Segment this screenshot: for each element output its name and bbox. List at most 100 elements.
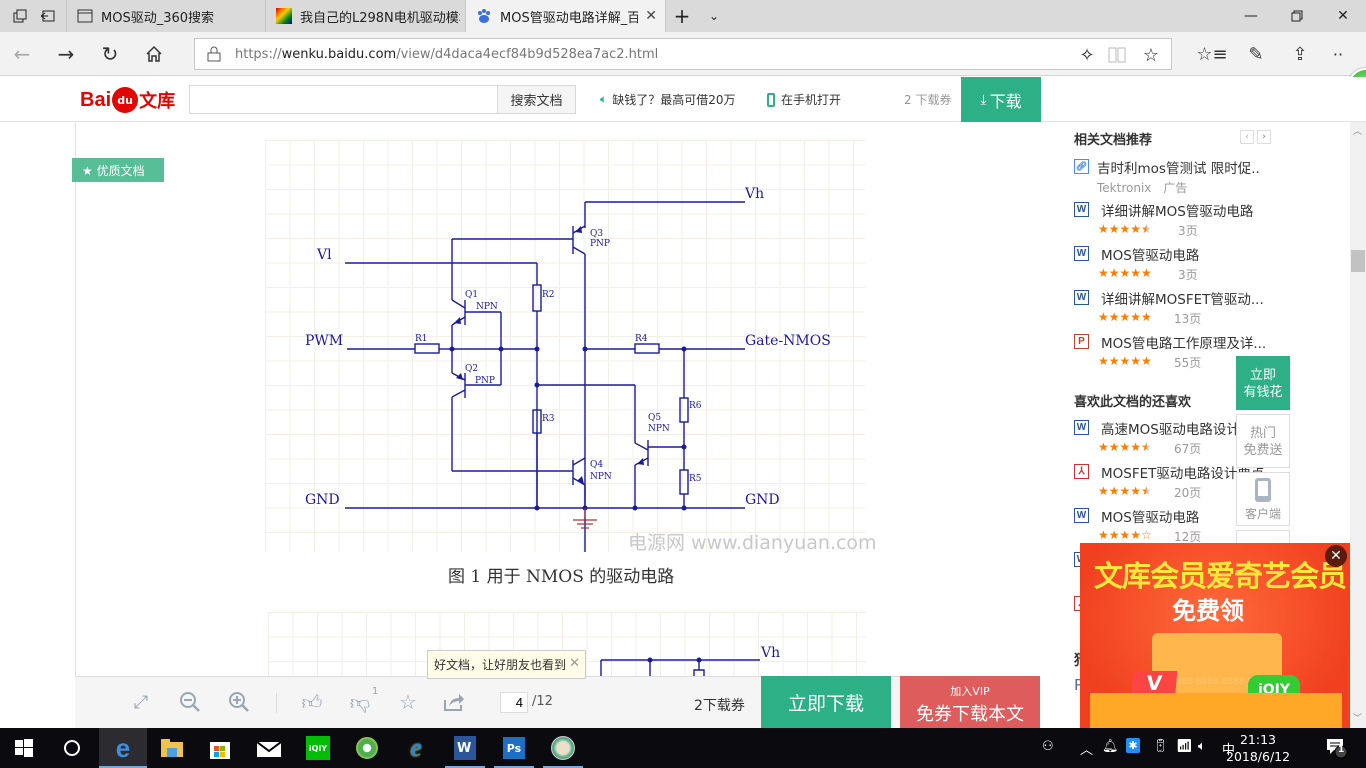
iqiyi-app-icon[interactable]: iQIY — [294, 728, 342, 768]
also-like-item[interactable]: ⅄ MOSFET驱动电路设计要点 ★★★★★ 20页 — [1074, 462, 1274, 502]
system-clock[interactable]: 21:13 2018/6/12 — [1226, 731, 1290, 765]
logo-paw-icon: du — [112, 87, 139, 113]
edge-browser-icon[interactable]: e — [99, 728, 147, 768]
back-arrow-icon[interactable]: ← — [13, 42, 31, 66]
notification-bell-icon[interactable]: 🔔︎ — [1102, 739, 1119, 754]
scroll-down-icon[interactable]: ﹀ — [1353, 714, 1363, 724]
related-item-ad[interactable]: 🔗︎ 吉时利mos管测试 限时促.. Tektronix 广告 — [1074, 157, 1274, 197]
360-browser-icon[interactable] — [343, 728, 391, 768]
show-hidden-icons-chevron-icon[interactable]: ︿ — [1080, 743, 1094, 758]
vip-promo-ad[interactable]: 文库会员爱奇艺会员 免费领 8888 8888 8888 8888 V iQIY — [1080, 543, 1350, 728]
label-q2-type: PNP — [475, 376, 495, 386]
refresh-icon[interactable]: ↻ — [101, 42, 119, 66]
minimize-icon[interactable]: — — [1244, 8, 1258, 24]
scrollbar-thumb[interactable] — [1351, 250, 1365, 272]
float-button-partial[interactable] — [1236, 530, 1290, 544]
rating-stars: ★★★★★ — [1098, 484, 1152, 498]
internet-explorer-icon[interactable]: e — [410, 733, 422, 762]
file-explorer-icon[interactable] — [148, 728, 196, 768]
cortana-search-icon[interactable] — [48, 728, 96, 768]
share-doc-icon[interactable] — [442, 690, 466, 714]
tab-360-search[interactable]: MOS驱动_360搜索 — [66, 0, 266, 32]
people-icon[interactable]: ⚇ — [1042, 739, 1054, 754]
fullscreen-icon[interactable]: ⤢ — [133, 691, 149, 713]
search-button[interactable]: 搜索文档 — [497, 85, 576, 114]
action-center-icon[interactable]: 1 — [1326, 737, 1348, 763]
store-icon[interactable] — [196, 728, 244, 768]
page-scrollbar[interactable]: ︿ ﹀ — [1350, 122, 1366, 728]
client-app-button[interactable]: 客户端 — [1236, 472, 1290, 526]
wifi-icon[interactable]: 📶︎ — [1176, 739, 1193, 754]
tab-mos-baidu[interactable]: MOS管驱动电路详解_百 ✕ — [466, 0, 666, 32]
related-item[interactable]: W 详细讲解MOS管驱动电路 ★★★★★ 3页 — [1074, 200, 1274, 240]
borrow-money-button[interactable]: 立即 有钱花 — [1236, 356, 1290, 410]
baidu-wenku-logo[interactable]: Bai du 文库 — [80, 85, 175, 115]
windows-start-icon[interactable] — [0, 728, 48, 768]
related-docs-title: 相关文档推荐 — [1074, 133, 1153, 148]
thumbs-down-icon[interactable]: 👎︎ — [349, 689, 371, 714]
item-title[interactable]: MOS管电路工作原理及详... — [1101, 336, 1267, 352]
open-on-phone-link[interactable]: 在手机打开 — [767, 91, 841, 108]
tab-list-chevron-icon[interactable]: ⌄ — [708, 9, 720, 23]
favorite-star-icon[interactable]: ☆ — [1142, 44, 1160, 66]
avatar-app-icon[interactable] — [539, 728, 587, 768]
photoshop-icon[interactable]: Ps — [490, 728, 538, 768]
set-aside-tabs-icon[interactable] — [4, 0, 36, 32]
volume-icon[interactable]: 🔈︎ — [1198, 739, 1206, 754]
join-vip-button[interactable]: 加入VIP 免券下载本文 — [900, 676, 1040, 728]
zoom-out-icon[interactable] — [178, 690, 202, 714]
scroll-up-icon[interactable]: ︿ — [1353, 127, 1363, 137]
related-item[interactable]: W MOS管驱动电路 ★★★★★ 3页 — [1074, 244, 1274, 284]
close-tooltip-icon[interactable]: ✕ — [569, 656, 580, 671]
reading-view-icon[interactable] — [1105, 43, 1129, 67]
new-tab-icon[interactable]: + — [673, 4, 691, 28]
favorites-hub-icon[interactable]: ☆≡ — [1196, 43, 1228, 65]
item-title[interactable]: 详细讲解MOS管驱动电路 — [1101, 204, 1254, 220]
search-input[interactable] — [189, 85, 498, 114]
next-chevron-icon[interactable]: › — [1257, 130, 1271, 144]
zoom-in-icon[interactable] — [227, 690, 251, 714]
page-number-input[interactable] — [500, 692, 528, 713]
share-tip-text: 好文档，让好朋友也看到 — [434, 658, 567, 672]
item-title[interactable]: MOS管驱动电路 — [1101, 510, 1200, 526]
hot-free-button[interactable]: 热门 免费送 — [1236, 414, 1290, 468]
item-title[interactable]: MOSFET驱动电路设计要点 — [1101, 466, 1265, 482]
also-like-item[interactable]: W MOS管驱动电路 ★★★★☆ 12页 — [1074, 506, 1274, 546]
item-title[interactable]: 高速MOS驱动电路设计 — [1101, 422, 1240, 438]
prev-chevron-icon[interactable]: ‹ — [1240, 130, 1254, 144]
link-partial[interactable]: P — [1074, 676, 1084, 694]
close-tab-icon[interactable]: ✕ — [645, 8, 657, 24]
word-doc-icon: W — [1074, 420, 1089, 435]
tray-app-icon[interactable]: ✱ — [1126, 738, 1140, 753]
forward-arrow-icon[interactable]: → — [57, 42, 75, 66]
item-title[interactable]: MOS管驱动电路 — [1101, 248, 1200, 264]
label-gnd-right: GND — [745, 492, 780, 508]
address-bar[interactable]: https://wenku.baidu.com/view/d4daca4ecf8… — [194, 38, 1172, 70]
vip-large-label: 免券下载本文 — [916, 704, 1024, 725]
toolbar-divider — [276, 693, 277, 713]
mail-icon[interactable] — [245, 728, 293, 768]
related-item[interactable]: W 详细讲解MOSFET管驱动... ★★★★★ 13页 — [1074, 288, 1274, 328]
home-icon[interactable] — [138, 38, 170, 70]
restore-window-icon[interactable] — [1274, 0, 1320, 32]
collect-star-icon[interactable]: ☆ — [399, 690, 417, 714]
web-note-pen-icon[interactable]: ✎ — [1248, 43, 1264, 65]
extension-puzzle-icon[interactable]: ✧ — [1079, 44, 1095, 66]
item-title[interactable]: 详细讲解MOSFET管驱动... — [1101, 292, 1264, 308]
also-like-item[interactable]: W 高速MOS驱动电路设计 ★★★★★ 67页 — [1074, 418, 1274, 458]
restore-tabs-icon[interactable] — [32, 0, 64, 32]
thumbs-up-icon[interactable]: 👍︎ — [301, 689, 323, 714]
share-icon[interactable]: ⇪ — [1292, 43, 1308, 65]
battery-power-icon[interactable]: 🔋︎ — [1152, 739, 1169, 754]
close-ad-icon[interactable]: ✕ — [1325, 545, 1347, 567]
header-download-button[interactable]: ⤓ 下载 — [961, 77, 1041, 122]
close-window-icon[interactable]: ✕ — [1337, 8, 1349, 24]
loan-link[interactable]: 🔈︎ 缺钱了？最高可借20万 — [600, 91, 735, 108]
ime-indicator[interactable]: 中 — [1222, 743, 1236, 758]
word-app-icon[interactable]: W — [441, 728, 489, 768]
item-title[interactable]: 吉时利mos管测试 限时促.. — [1097, 161, 1260, 177]
more-menu-icon[interactable]: ·· — [1332, 44, 1344, 64]
download-now-button[interactable]: 立即下载 — [761, 676, 891, 728]
tab-l298n[interactable]: 我自己的L298N电机驱动模块 — [266, 0, 466, 32]
related-item[interactable]: P MOS管电路工作原理及详... ★★★★★ 55页 — [1074, 332, 1274, 372]
